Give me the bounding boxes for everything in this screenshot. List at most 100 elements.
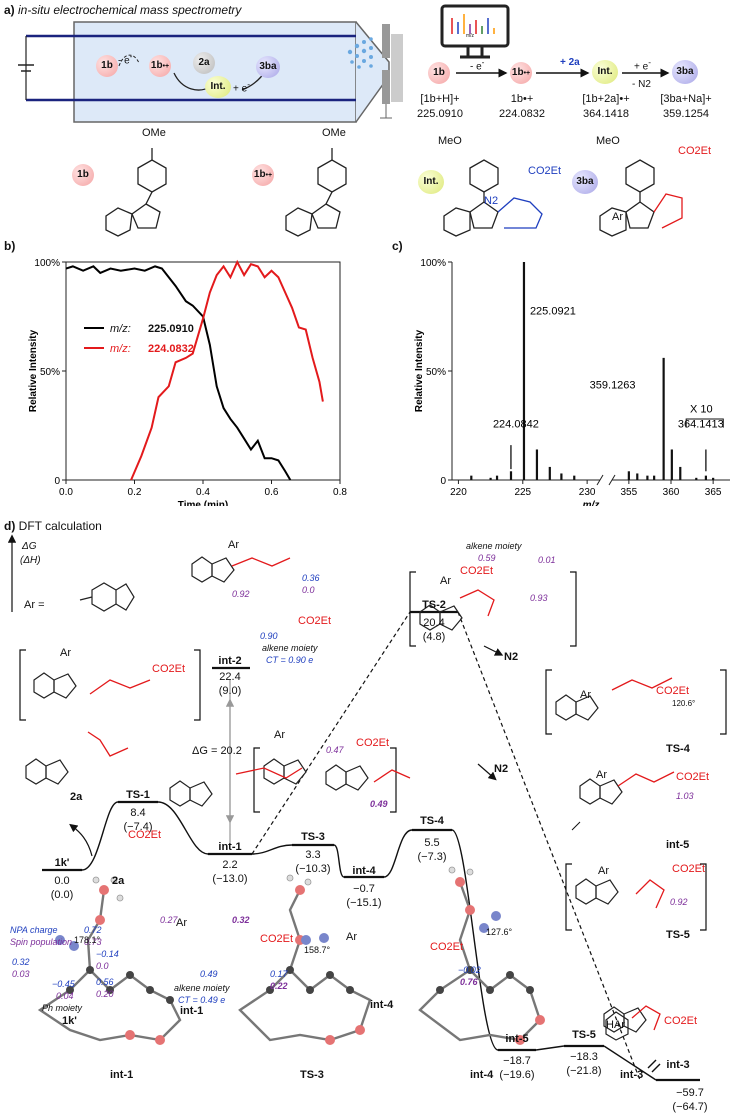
axis-break-b xyxy=(608,474,616,486)
geom-label-int3: int-3 xyxy=(620,1069,644,1081)
legend-prefix-1: m/z: xyxy=(110,343,131,355)
geom-ts3-angle: 158.7° xyxy=(304,945,331,955)
co2et-ts3: CO2Et xyxy=(356,737,390,749)
geom-label-ts3: TS-3 xyxy=(300,1069,324,1081)
val-k-a: 0.72 xyxy=(84,925,102,935)
geom-int4-angle: 127.6° xyxy=(486,927,513,937)
label-alkene-ts2: alkene moiety xyxy=(466,541,522,551)
label-1k-struct: 1k' xyxy=(62,1015,77,1027)
level-ts5-name: TS-5 xyxy=(572,1029,596,1041)
panel-c-label: c) xyxy=(392,239,403,253)
val-i4-b: 0.76 xyxy=(460,977,478,987)
scheme-label-1: [1b+H]+ xyxy=(420,93,460,105)
scheme-mass-3: 364.1418 xyxy=(583,108,629,120)
label-ph-moiety: Ph moiety xyxy=(42,1003,83,1013)
peak-label-359: 359.1263 xyxy=(590,379,636,391)
val-k-i: −0.45 xyxy=(52,979,75,989)
level-ts2-h: (4.8) xyxy=(422,631,446,643)
arrow-label-plus-e: + e- xyxy=(634,57,651,73)
level-int3-name: int-3 xyxy=(666,1059,690,1071)
ar-ts4: Ar xyxy=(580,689,591,701)
x-tick-label: 355 xyxy=(621,487,638,498)
val-i1-e: 0.22 xyxy=(270,981,288,991)
y-tick-label: 50% xyxy=(40,367,60,378)
n2-int: N2 xyxy=(484,195,499,207)
val-t3-a: 0.47 xyxy=(326,745,344,755)
level-ts4-g: 5.5 xyxy=(424,837,440,849)
co2et-ts5: CO2Et xyxy=(672,863,706,875)
co2et-int: CO2Et xyxy=(528,165,562,177)
panel-a-structures xyxy=(105,148,683,237)
scheme-label-4: [3ba+Na]+ xyxy=(660,93,712,105)
axis-delta-h: (ΔH) xyxy=(20,555,41,566)
level-1k-g: 0.0 xyxy=(54,875,70,887)
cell-int: Int. xyxy=(205,76,231,98)
ar-ts5: Ar xyxy=(598,865,609,877)
label-2a-struct: 2a xyxy=(112,875,125,887)
x-tick-label: 0.6 xyxy=(265,487,279,498)
scheme-mass-4: 359.1254 xyxy=(663,108,709,120)
struct-1b-radical-badge: 1b•+ xyxy=(252,164,274,186)
val-i2-a: 0.36 xyxy=(302,573,320,583)
level-int3-h: (−64.7) xyxy=(672,1101,708,1113)
y-tick-label: 0 xyxy=(54,476,60,487)
peak-label-224: 224.0842 xyxy=(493,419,539,431)
panel-b-label: b) xyxy=(4,239,16,253)
struct-int-badge: Int. xyxy=(418,170,444,194)
val-t3-b: 0.49 xyxy=(370,799,388,809)
cell-e1: - e- xyxy=(118,51,133,67)
geom-label-int4: int-4 xyxy=(470,1069,494,1081)
level-ts3-h: (−10.3) xyxy=(295,863,331,875)
y-axis-label: Relative Intensity xyxy=(414,329,425,412)
co2et-int1: CO2Et xyxy=(260,933,294,945)
legend-name-1: 224.0832 xyxy=(148,343,194,355)
level-ts2-name: TS-2 xyxy=(422,599,446,611)
level-ts1-g: 8.4 xyxy=(130,807,146,819)
meo-label-2: MeO xyxy=(596,135,620,147)
level-ts5-g: −18.3 xyxy=(570,1051,598,1063)
ome-label-1: OMe xyxy=(142,127,166,139)
val-i5-a: 1.03 xyxy=(676,791,694,801)
x-tick-label: 365 xyxy=(705,487,722,498)
cell-2a: 2a xyxy=(193,52,215,74)
val-t2-a: 0.59 xyxy=(478,553,496,563)
val-t5-a: 0.92 xyxy=(670,897,688,907)
monitor-label: m/z xyxy=(466,33,475,39)
y-axis-label: Relative Intensity xyxy=(28,329,39,412)
x-tick-label: 0.8 xyxy=(333,487,347,498)
legend-prefix-0: m/z: xyxy=(110,323,131,335)
cell-e2: + e- xyxy=(233,79,250,95)
ar-int1: Ar xyxy=(176,917,187,929)
level-ts4-name: TS-4 xyxy=(420,815,444,827)
co2et-int5: CO2Et xyxy=(676,771,710,783)
val-k-c: −0.14 xyxy=(96,949,119,959)
co2et-int4: CO2Et xyxy=(430,941,464,953)
co2et-ts4: CO2Et xyxy=(656,685,690,697)
val-k-d: 0.0 xyxy=(96,961,109,971)
y-tick-label: 100% xyxy=(34,258,60,269)
x-axis-label: m/z xyxy=(583,500,600,506)
level-1k-name: 1k' xyxy=(54,857,70,869)
x-tick-label: 0.2 xyxy=(128,487,142,498)
co2et-int2: CO2Et xyxy=(298,615,332,627)
scheme-mass-2: 224.0832 xyxy=(499,108,545,120)
val-i1-a: 0.27 xyxy=(160,915,178,925)
level-int2-name: int-2 xyxy=(218,655,242,667)
level-int1-g: 2.2 xyxy=(222,859,238,871)
x-tick-label: 225 xyxy=(514,487,531,498)
val-k-e: 0.32 xyxy=(12,957,30,967)
cell-1b-radical-cation: 1b•+ xyxy=(149,55,171,77)
axis-delta-g: ΔG xyxy=(22,541,37,552)
y-tick-label: 50% xyxy=(426,367,446,378)
zoom-label: X 10 xyxy=(690,403,713,415)
val-k-j: 0.04 xyxy=(56,991,74,1001)
y-tick-label: 0 xyxy=(440,476,446,487)
label-ts5-struct: TS-5 xyxy=(666,929,690,941)
val-i1-c: 0.49 xyxy=(200,969,218,979)
x-tick-label: 220 xyxy=(450,487,467,498)
val-k-b: 0.73 xyxy=(84,937,102,947)
label-int1-struct: int-1 xyxy=(180,1005,204,1017)
scheme-label-3: [1b+2a]•+ xyxy=(582,93,630,105)
axis-break-a xyxy=(596,474,604,486)
